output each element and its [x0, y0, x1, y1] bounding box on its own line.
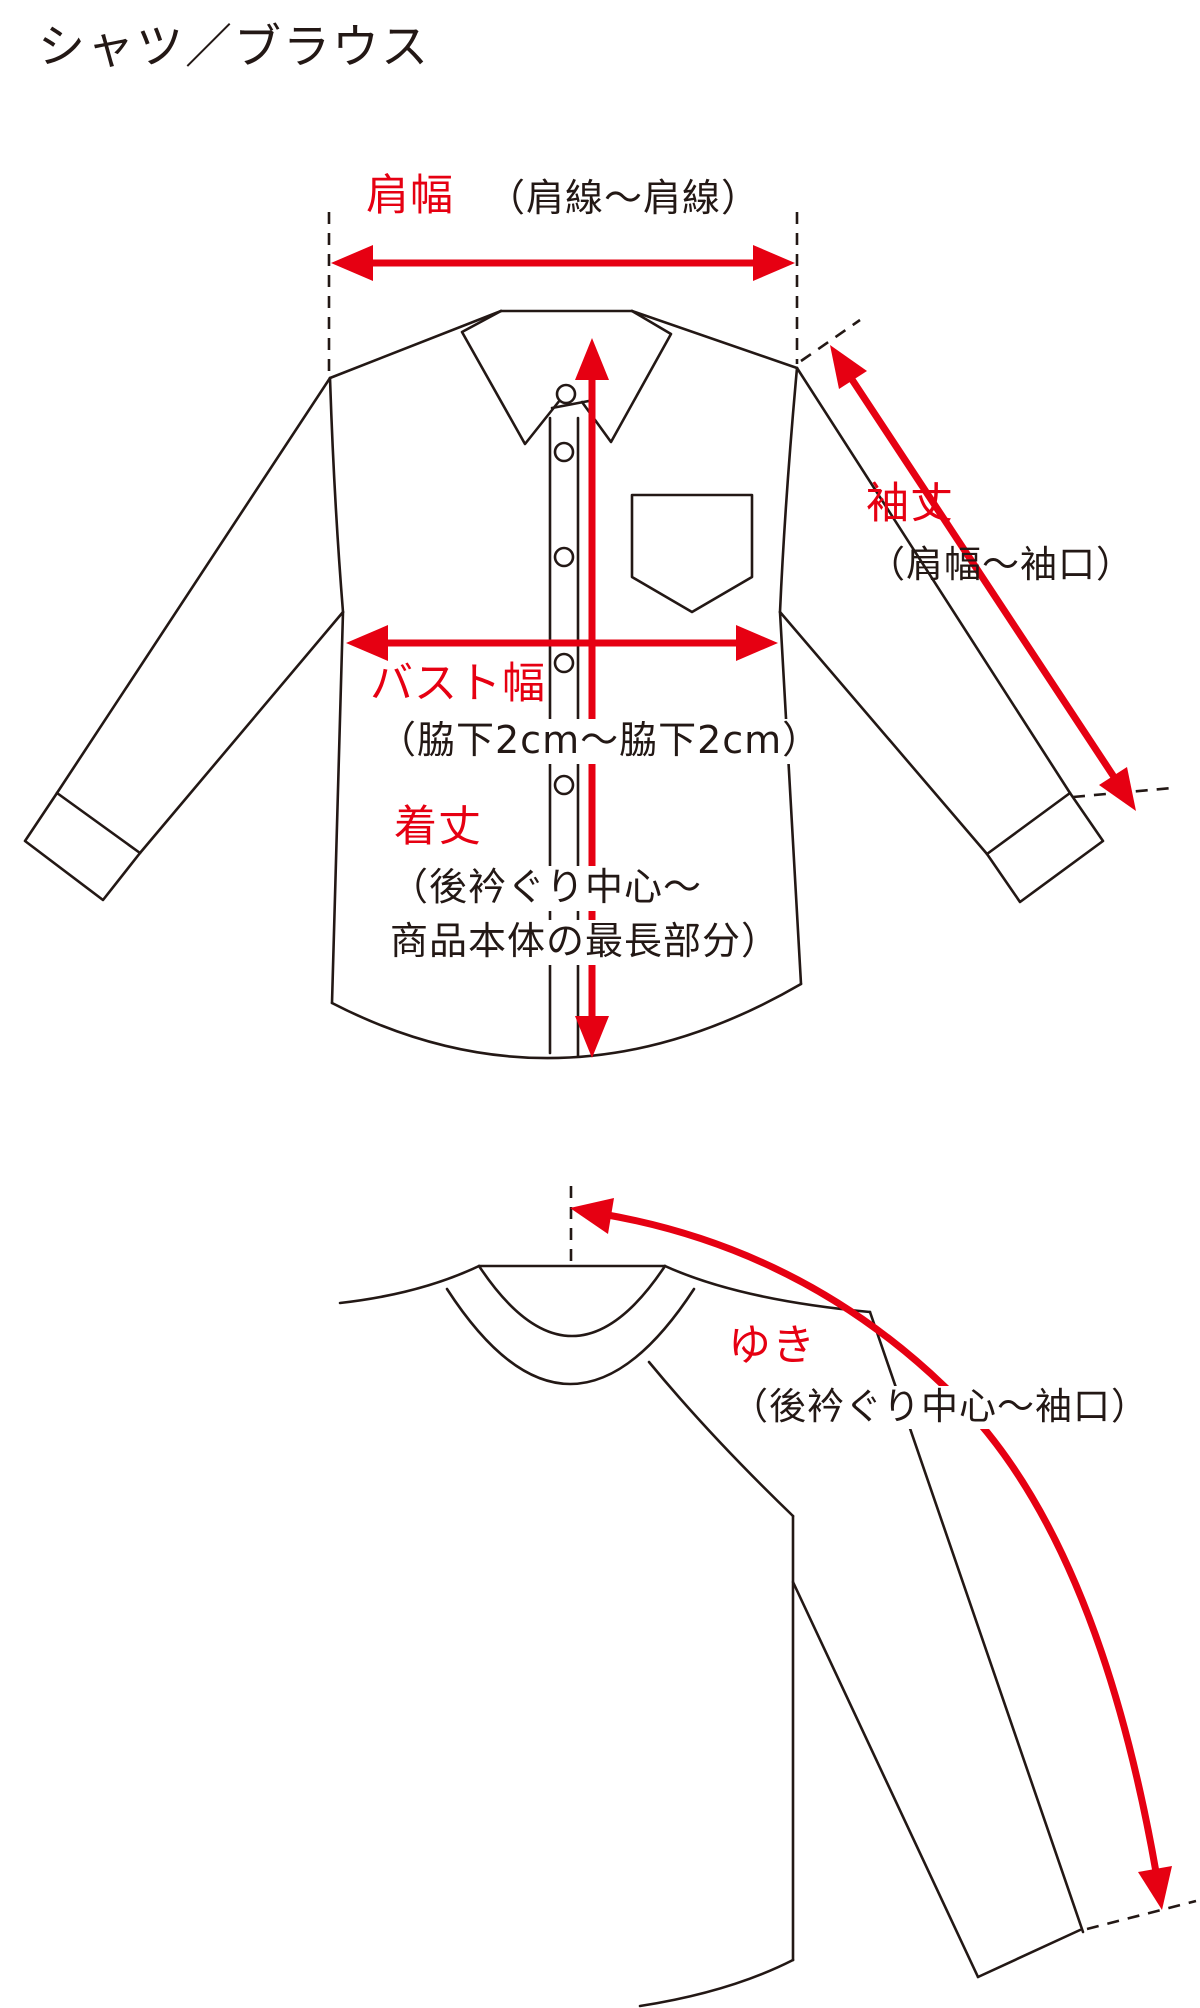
shoulder-arrowhead-left: [331, 245, 373, 281]
left-cuff-seam: [55, 791, 142, 855]
left-sleeve-inner: [138, 610, 345, 855]
back-right-shoulder-line: [663, 1264, 872, 1314]
sleeve-arrowhead-top: [830, 345, 867, 389]
yuki-arrow-shaft: [601, 1210, 1160, 1873]
back-left-shoulder-line: [338, 1264, 481, 1305]
yuki-arrowhead-end: [1138, 1866, 1172, 1910]
shirt-front-illustration: [23, 309, 1105, 1060]
bust-width-label: バスト幅: [370, 659, 546, 709]
right-armhole: [778, 366, 799, 614]
button: [553, 652, 575, 674]
bust-width-range: （脇下2cm～脇下2cm）: [378, 719, 830, 764]
back-sleeve-left-edge: [791, 1580, 980, 1979]
right-cuff-band: [985, 791, 1105, 904]
back-cuff-guide: [1086, 1899, 1197, 1931]
button: [553, 546, 575, 568]
shirt-back-illustration: [338, 1264, 1085, 2008]
bust-arrowhead-right: [736, 625, 778, 661]
back-hem-curve: [638, 1958, 795, 2008]
bust-arrowhead-left: [346, 625, 388, 661]
collar-stand-line: [550, 398, 596, 410]
button: [553, 441, 575, 463]
shoulder-width-label: 肩幅: [366, 171, 454, 221]
yuki-label: ゆき: [728, 1321, 816, 1371]
body-length-arrowhead-top: [575, 338, 609, 380]
left-sleeve-outer: [55, 376, 332, 795]
yuki-range: （後衿ぐり中心～袖口）: [731, 1386, 1157, 1430]
yuki-arrowhead-start: [570, 1198, 614, 1234]
shoulder-arrowhead-right: [753, 245, 795, 281]
left-side-seam: [330, 610, 345, 1005]
body-length-range-line1: （後衿ぐり中心～: [390, 866, 711, 911]
chest-pocket: [630, 493, 754, 614]
sleeve-arrowhead-bottom: [1099, 767, 1136, 811]
back-neckline-inner-arc: [477, 1264, 667, 1338]
body-length-range-line2: 商品本体の最長部分）: [390, 920, 789, 965]
body-length-arrowhead-bottom: [575, 1016, 609, 1058]
hem-curve: [330, 982, 803, 1060]
measure-arrow-heads: [331, 245, 1172, 1910]
collar-left-wing: [460, 309, 562, 446]
shoulder-width-range: （肩線～肩線）: [487, 176, 761, 220]
right-sleeve-inner: [778, 610, 989, 856]
left-cuff-band: [23, 791, 142, 902]
right-shoulder-seam: [630, 309, 799, 370]
body-length-label: 着丈: [394, 802, 482, 852]
back-neckline-outer-arc: [445, 1287, 696, 1386]
left-shoulder-seam: [328, 309, 503, 380]
page-title: シャツ／ブラウス: [38, 20, 430, 75]
left-armhole: [328, 376, 345, 614]
button: [555, 383, 577, 405]
back-sleeve-end-edge: [976, 1928, 1082, 1979]
button: [553, 774, 575, 796]
collar-right-wing: [580, 309, 673, 444]
sleeve-length-arrow-shaft: [848, 376, 1117, 779]
right-sleeve-outer: [795, 366, 1072, 795]
right-cuff-seam: [985, 791, 1072, 856]
dashed-guide-lines: [327, 212, 1197, 1931]
sleeve-length-label: 袖丈: [866, 479, 954, 529]
sleeve-length-range: （肩幅～袖口）: [868, 543, 1134, 586]
back-sleeve-top-edge: [647, 1360, 795, 1518]
sleeve-top-guide: [800, 318, 861, 363]
right-side-seam: [778, 610, 803, 986]
